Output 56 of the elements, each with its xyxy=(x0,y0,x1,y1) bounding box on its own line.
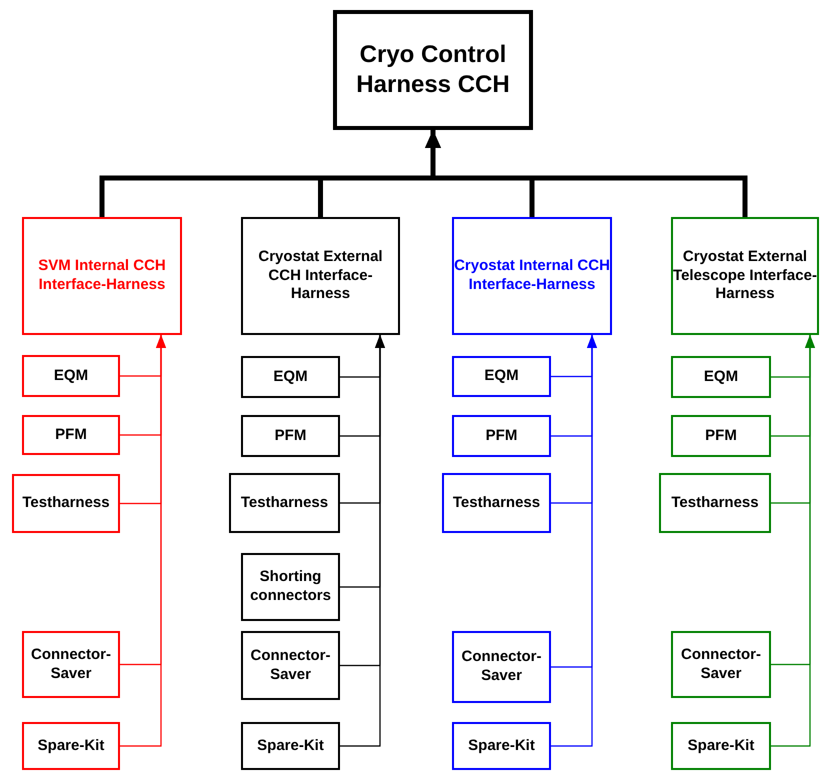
harness-box xyxy=(671,217,819,335)
arrow xyxy=(340,335,385,747)
item-box xyxy=(659,473,771,533)
box-label: Testharness xyxy=(22,494,110,513)
box-label: Cryostat External CCH Interface-Harness xyxy=(257,248,384,304)
item-box xyxy=(241,631,340,700)
box-label: EQM xyxy=(704,368,738,386)
box-label: PFM xyxy=(705,426,737,446)
box-label: Testharness xyxy=(240,494,328,512)
item-box xyxy=(22,355,120,397)
arrow xyxy=(120,335,166,747)
box-label: Cryostat Internal CCH Interface-Harness xyxy=(454,257,610,295)
item-box xyxy=(241,722,340,770)
item-box xyxy=(452,356,551,397)
item-box xyxy=(452,631,551,703)
harness-box xyxy=(452,217,612,335)
item-box xyxy=(12,474,120,533)
box-label: EQM xyxy=(273,368,308,386)
box-label: SVM Internal CCH Interface-Harness xyxy=(37,257,167,295)
item-box xyxy=(671,722,771,770)
item-box xyxy=(442,473,551,533)
box-label: Shorting connectors xyxy=(249,568,332,606)
item-box xyxy=(22,631,120,698)
box-label: Testharness xyxy=(671,494,759,512)
item-box xyxy=(241,415,340,457)
item-box xyxy=(671,631,771,698)
box-label: Spare-Kit xyxy=(468,736,535,756)
arrow xyxy=(551,335,597,747)
box-label: Spare-Kit xyxy=(688,736,754,756)
box-label: EQM xyxy=(54,366,88,386)
item-box xyxy=(22,415,120,455)
arrow xyxy=(771,335,815,747)
item-box xyxy=(241,553,340,621)
box-label: PFM xyxy=(274,426,306,446)
box-label: Cryo Control Harness CCH xyxy=(355,40,511,100)
box-label: PFM xyxy=(486,426,518,446)
box-label: Spare-Kit xyxy=(257,736,324,756)
harness-box xyxy=(241,217,400,335)
root-box xyxy=(333,10,533,130)
box-label: Testharness xyxy=(452,494,540,512)
box-label: PFM xyxy=(55,426,87,444)
box-label: Connector-Saver xyxy=(460,648,542,686)
box-label: Connector-Saver xyxy=(30,646,112,684)
box-label: Cryostat External Telescope Interface-Harness xyxy=(673,248,817,304)
item-box xyxy=(229,473,340,533)
item-box xyxy=(671,415,771,457)
item-box xyxy=(671,356,771,398)
item-box xyxy=(452,722,551,770)
item-box xyxy=(22,722,120,770)
box-label: Connector-Saver xyxy=(250,646,332,684)
item-box xyxy=(452,415,551,457)
box-label: Spare-Kit xyxy=(38,736,104,756)
harness-box xyxy=(22,217,182,335)
item-box xyxy=(241,356,340,398)
box-label: Connector-Saver xyxy=(680,646,762,684)
box-label: EQM xyxy=(484,367,519,386)
